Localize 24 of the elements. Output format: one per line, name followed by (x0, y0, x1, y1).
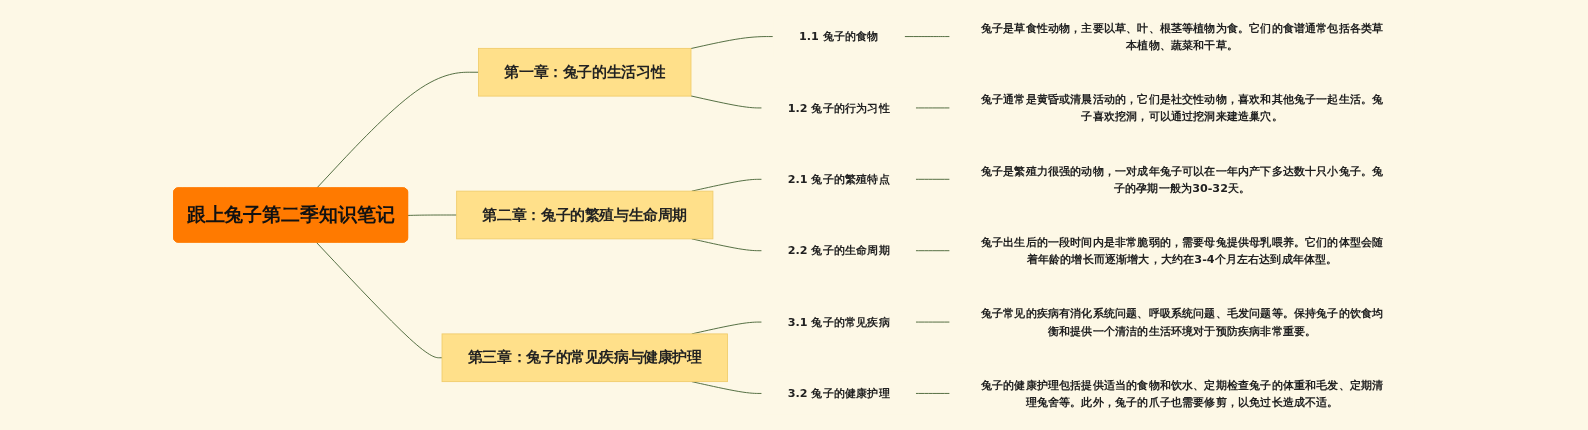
node-text: 2.1 兔子的繁殖特点 (787, 172, 890, 186)
connector (316, 242, 443, 359)
connector (915, 393, 951, 394)
node-text: 1.1 兔子的食物 (798, 29, 879, 43)
node-box: 第三章：兔子的常见疾病与健康护理 (441, 333, 728, 383)
node-text: 3.2 兔子的健康护理 (787, 386, 890, 400)
node-text: 3.1 兔子的常见疾病 (787, 315, 890, 329)
node-text: 兔子是草食性动物，主要以草、叶、根茎等植物为食。它们的食谱通常包括各类草本植物、蔬菜和干草。 (980, 21, 1384, 52)
connector (903, 36, 951, 37)
node-text: 兔子的健康护理包括提供适当的食物和饮水、定期检查兔子的体重和毛发、定期清理兔舍等。此外，兔子的爪子也需要修剪，以免过长造成不适。 (980, 378, 1384, 409)
node-text: 兔子出生后的一段时间内是非常脆弱的，需要母兔提供母乳喂养。它们的体型会随着年龄的增长而逐渐增大，大约在3-4个月左右达到成年体型。 (980, 235, 1384, 266)
connector (690, 36, 774, 49)
node-text: 2.2 兔子的生命周期 (787, 244, 890, 257)
connector (690, 95, 763, 109)
node-text: 兔子常见的疾病有消化系统问题、呼吸系统问题、毛发问题等。保持兔子的饮食均衡和提供一个清洁的生活环境对于预防疾病非常重要。 (980, 307, 1384, 337)
node-text: 兔子是繁殖力很强的动物，一对成年兔子可以在一年内产下多达数十只小兔子。兔子的孕期一般为30-32天。 (980, 164, 1384, 194)
connector (915, 178, 951, 180)
node-box: 第二章：兔子的繁殖与生命周期 (456, 190, 714, 240)
connector (316, 71, 479, 189)
node-text: 兔子通常是黄昏或清晨活动的，它们是社交性动物，喜欢和其他兔子一起生活。兔子喜欢挖洞，可以通过挖洞来建造巢穴。 (980, 92, 1384, 123)
node-box: 第一章：兔子的生活习性 (478, 47, 692, 97)
connector (915, 250, 951, 252)
connector (407, 214, 458, 216)
node-text: 1.2 兔子的行为习性 (787, 101, 890, 115)
